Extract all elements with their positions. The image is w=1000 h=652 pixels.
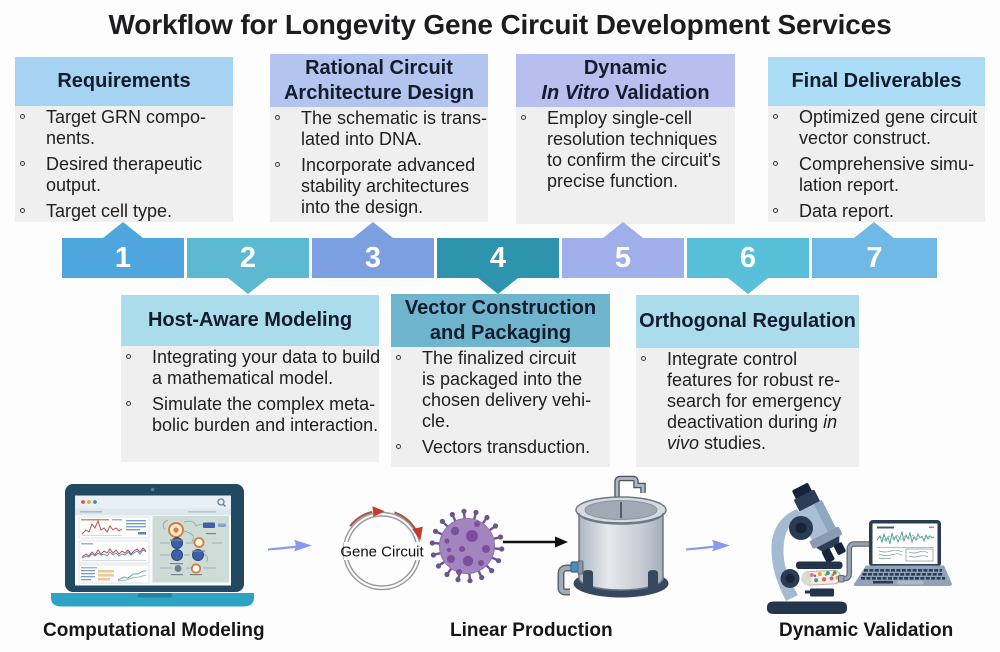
svg-text:Gene Circuit: Gene Circuit <box>340 544 424 561</box>
